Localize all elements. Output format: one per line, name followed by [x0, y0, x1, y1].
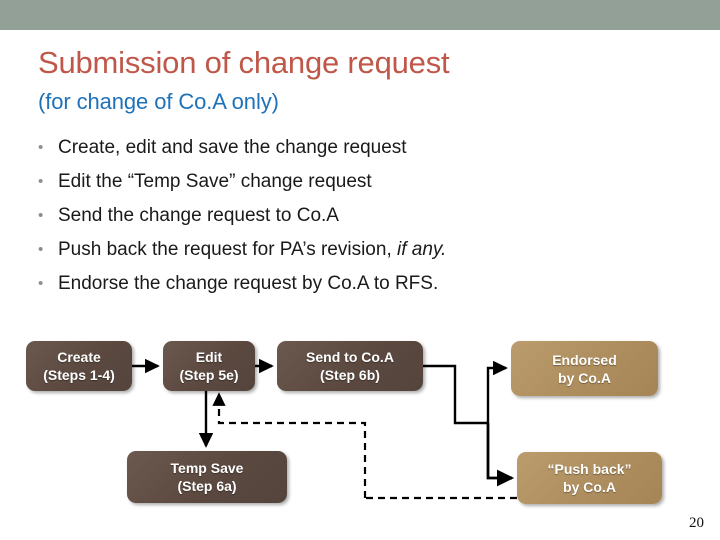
page-title: Submission of change request	[38, 45, 450, 80]
list-item: • Endorse the change request by Co.A to …	[34, 267, 674, 301]
flow-node-create-line1: Create	[57, 349, 101, 365]
flow-node-push-back-by-coa[interactable]: “Push back” by Co.A	[517, 452, 662, 504]
list-item-text: Edit the “Temp Save” change request	[58, 171, 372, 192]
bullet-marker: •	[38, 207, 44, 224]
bullet-marker: •	[38, 241, 44, 258]
page-subtitle: (for change of Co.A only)	[38, 89, 279, 114]
flow-node-endorsed-line2: by Co.A	[558, 369, 611, 386]
list-item: • Send the change request to Co.A	[34, 199, 674, 233]
list-item-text: Endorse the change request by Co.A to RF…	[58, 273, 439, 294]
list-item-emphasis: if any.	[397, 239, 447, 260]
list-item-text: Push back the request for PA’s revision,	[58, 239, 398, 260]
flow-node-temp-save[interactable]: Temp Save (Step 6a)	[127, 451, 287, 503]
flow-node-endorsed-by-coa[interactable]: Endorsed by Co.A	[511, 341, 658, 396]
flow-node-create-line2: (Steps 1-4)	[43, 367, 115, 383]
list-item-text: Create, edit and save the change request	[58, 137, 407, 158]
bullet-marker: •	[38, 173, 44, 190]
flow-node-pushback-line2: by Co.A	[563, 479, 616, 495]
flow-node-send-line1: Send to Co.A	[306, 349, 394, 365]
list-item: • Push back the request for PA’s revisio…	[34, 233, 674, 267]
flow-node-edit[interactable]: Edit (Step 5e)	[163, 341, 255, 391]
flow-node-tempsave-line1: Temp Save	[170, 460, 244, 476]
page-number: 20	[689, 515, 704, 531]
flow-node-endorsed-line1: Endorsed	[552, 351, 617, 368]
top-decorative-band	[0, 0, 720, 30]
flow-node-edit-line1: Edit	[195, 349, 223, 365]
list-item-text: Send the change request to Co.A	[58, 205, 339, 226]
bullet-marker: •	[38, 139, 44, 156]
flow-node-send-line2: (Step 6b)	[320, 367, 380, 383]
flow-node-tempsave-line2: (Step 6a)	[177, 478, 237, 494]
list-item: • Edit the “Temp Save” change request	[34, 165, 674, 199]
flow-node-edit-line2: (Step 5e)	[179, 367, 239, 383]
bullet-marker: •	[38, 275, 44, 292]
bullet-list: • Create, edit and save the change reque…	[34, 131, 674, 301]
flow-node-pushback-line1: “Push back”	[547, 461, 632, 477]
list-item: • Create, edit and save the change reque…	[34, 131, 674, 165]
flow-node-send-to-coa[interactable]: Send to Co.A (Step 6b)	[277, 341, 423, 391]
flow-node-create[interactable]: Create (Steps 1-4)	[26, 341, 132, 391]
